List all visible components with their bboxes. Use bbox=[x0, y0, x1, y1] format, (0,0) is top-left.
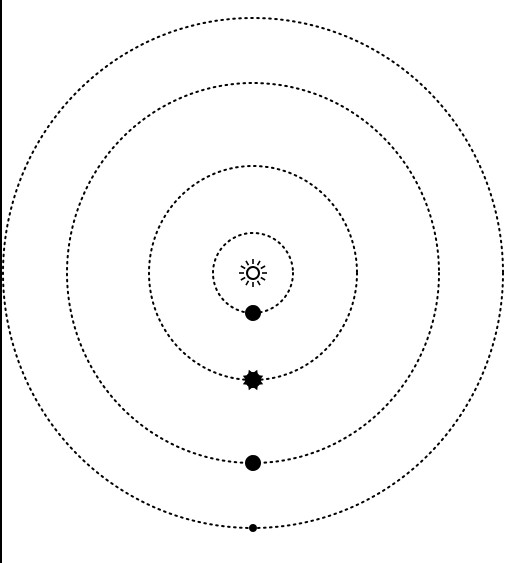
planet-small-dot-icon bbox=[249, 524, 257, 532]
sun-ray bbox=[245, 280, 250, 286]
sun-ray bbox=[240, 276, 246, 281]
orbit-1-ring bbox=[212, 232, 294, 314]
planet-cross-core bbox=[245, 372, 261, 388]
left-edge-divider bbox=[0, 0, 2, 563]
planets bbox=[242, 305, 264, 532]
sun-ray bbox=[260, 276, 266, 281]
planet-dot-icon bbox=[245, 305, 261, 321]
sun-ray bbox=[256, 260, 261, 266]
planet-cross-icon bbox=[242, 369, 264, 391]
sun-ray bbox=[256, 280, 261, 286]
sun-ray bbox=[260, 265, 266, 270]
sun-icon bbox=[239, 259, 267, 287]
sun-core bbox=[246, 266, 260, 280]
orbit-2-ring bbox=[148, 165, 358, 381]
planet-dot-icon bbox=[245, 455, 261, 471]
sun-ray bbox=[245, 260, 250, 266]
sun-ray bbox=[240, 265, 246, 270]
